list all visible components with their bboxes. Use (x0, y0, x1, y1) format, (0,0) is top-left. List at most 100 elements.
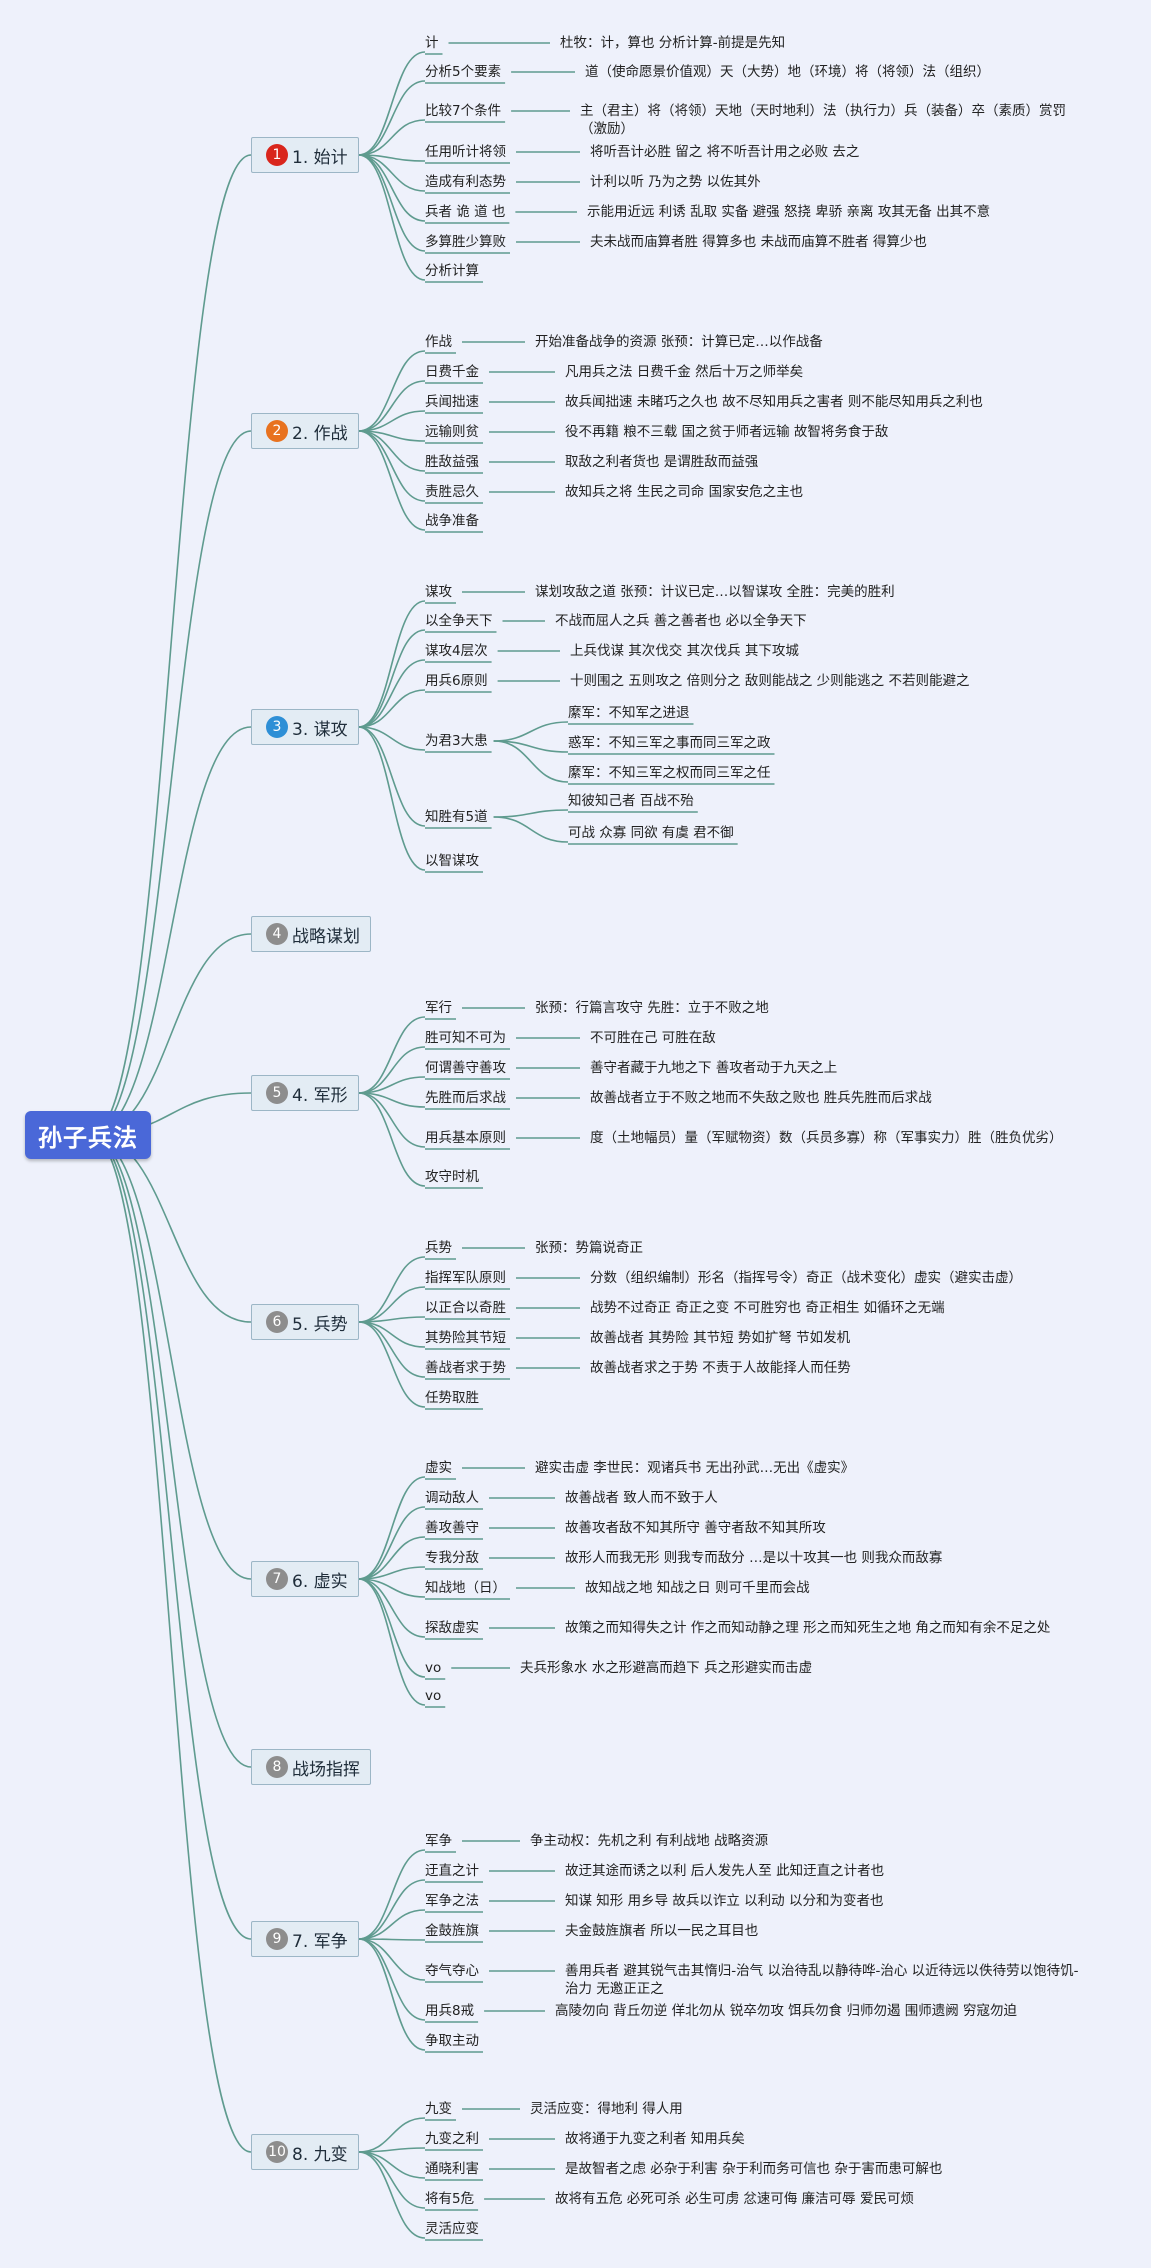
topic-label[interactable]: 任势取胜 (425, 1390, 479, 1406)
connector-line (493, 809, 569, 818)
connector-line (358, 1938, 426, 2021)
topic-label[interactable]: 迂直之计 (425, 1863, 479, 1879)
connector-line (358, 1092, 426, 1187)
topic-label[interactable]: 谋攻 (425, 584, 452, 600)
number-badge-icon: 2 (266, 420, 288, 442)
topic-description: 灵活应变：得地利 得人用 (530, 2101, 683, 2117)
topic-label[interactable]: 责胜忌久 (425, 484, 479, 500)
topic-label[interactable]: 争取主动 (425, 2033, 479, 2049)
topic-label[interactable]: 善战者求于势 (425, 1360, 506, 1376)
topic-label[interactable]: vo (425, 1660, 442, 1676)
topic-description: 分数（组织编制）形名（指挥号令）奇正（战术变化）虚实（避实击虚） (590, 1270, 1022, 1286)
topic-label[interactable]: 为君3大患 (425, 733, 488, 749)
topic-label[interactable]: 金鼓旌旗 (425, 1923, 479, 1939)
topic-label[interactable]: 虚实 (425, 1460, 452, 1476)
connector-line (358, 1092, 426, 1108)
topic-description: 计利以听 乃为之势 以佐其外 (590, 174, 761, 190)
connector-line (358, 1578, 426, 1706)
connector-line (358, 154, 426, 252)
topic-label[interactable]: 造成有利态势 (425, 174, 506, 190)
topic-label[interactable]: 用兵8戒 (425, 2003, 475, 2019)
connector-line (358, 380, 426, 432)
connector-line (358, 430, 426, 531)
topic-label[interactable]: 兵势 (425, 1240, 452, 1256)
topic-label[interactable]: 计 (425, 35, 439, 51)
topic-label[interactable]: 以全争天下 (425, 613, 493, 629)
topic-label[interactable]: 胜敌益强 (425, 454, 479, 470)
topic-label[interactable]: 用兵6原则 (425, 673, 488, 689)
topic-label[interactable]: 多算胜少算败 (425, 234, 506, 250)
root-node[interactable]: 孙子兵法 (25, 1111, 151, 1159)
sub-topic-label[interactable]: 可战 众寡 同欲 有虞 君不御 (568, 825, 734, 841)
topic-label[interactable]: 谋攻4层次 (425, 643, 488, 659)
topic-label[interactable]: 军争 (425, 1833, 452, 1849)
connector-line (358, 1256, 426, 1323)
topic-label[interactable]: vo (425, 1688, 442, 1704)
topic-label[interactable]: 用兵基本原则 (425, 1130, 506, 1146)
topic-label[interactable]: 任用听计将领 (425, 144, 506, 160)
topic-description: 战势不过奇正 奇正之变 不可胜穷也 奇正相生 如循环之无端 (590, 1300, 945, 1316)
connector-line (358, 1076, 426, 1094)
connector-line (358, 1321, 426, 1408)
topic-label[interactable]: 以智谋攻 (425, 853, 479, 869)
topic-label[interactable]: 兵者 诡 道 也 (425, 204, 506, 220)
topic-label[interactable]: 以正合以奇胜 (425, 1300, 506, 1316)
topic-label[interactable]: 九变 (425, 2101, 452, 2117)
topic-description: 故知兵之将 生民之司命 国家安危之主也 (565, 484, 804, 500)
topic-label[interactable]: 善攻善守 (425, 1520, 479, 1536)
topic-label[interactable]: 军行 (425, 1000, 452, 1016)
topic-label[interactable]: 先胜而后求战 (425, 1090, 506, 1106)
sub-topic-label[interactable]: 惑军：不知三军之事而同三军之政 (568, 735, 771, 751)
topic-label[interactable]: 日费千金 (425, 364, 479, 380)
topic-label[interactable]: 战争准备 (425, 513, 479, 529)
topic-description: 故将通于九变之利者 知用兵矣 (565, 2131, 745, 2147)
connector-line (358, 2151, 426, 2179)
connector-line (358, 1506, 426, 1580)
topic-label[interactable]: 知战地（日） (425, 1580, 506, 1596)
section-label: 战略谋划 (292, 926, 360, 947)
topic-description: 善守者藏于九地之下 善攻者动于九天之上 (590, 1060, 838, 1076)
topic-label[interactable]: 调动敌人 (425, 1490, 479, 1506)
connector-line (90, 154, 252, 1136)
topic-label[interactable]: 九变之利 (425, 2131, 479, 2147)
sub-topic-label[interactable]: 縻军：不知三军之权而同三军之任 (568, 765, 771, 781)
topic-label[interactable]: 分析5个要素 (425, 64, 502, 80)
topic-label[interactable]: 专我分敌 (425, 1550, 479, 1566)
topic-label[interactable]: 夺气夺心 (425, 1963, 479, 1979)
topic-label[interactable]: 灵活应变 (425, 2221, 479, 2237)
topic-label[interactable]: 兵闻拙速 (425, 394, 479, 410)
topic-label[interactable]: 远输则贫 (425, 424, 479, 440)
topic-label[interactable]: 作战 (425, 334, 452, 350)
topic-description: 故策之而知得失之计 作之而知动静之理 形之而知死生之地 角之而知有余不足之处 (565, 1620, 1051, 1636)
topic-label[interactable]: 指挥军队原则 (425, 1270, 506, 1286)
topic-label[interactable]: 其势险其节短 (425, 1330, 506, 1346)
topic-label[interactable]: 攻守时机 (425, 1169, 479, 1185)
topic-label[interactable]: 何谓善守善攻 (425, 1060, 506, 1076)
topic-label[interactable]: 通晓利害 (425, 2161, 479, 2177)
topic-label[interactable]: 探敌虚实 (425, 1620, 479, 1636)
topic-description: 是故智者之虑 必杂于利害 杂于利而务可信也 杂于害而患可解也 (565, 2161, 943, 2177)
connector-line (358, 1286, 426, 1323)
topic-label[interactable]: 胜可知不可为 (425, 1030, 506, 1046)
topic-label[interactable]: 军争之法 (425, 1893, 479, 1909)
topic-label[interactable]: 分析计算 (425, 263, 479, 279)
connector-line (90, 1134, 252, 1580)
sub-topic-label[interactable]: 縻军：不知军之进退 (568, 705, 690, 721)
connector-line (358, 154, 426, 222)
topic-description: 十则围之 五则攻之 倍则分之 敌则能战之 少则能逃之 不若则能避之 (570, 673, 970, 689)
topic-label[interactable]: 比较7个条件 (425, 103, 502, 119)
topic-label[interactable]: 知胜有5道 (425, 809, 488, 825)
topic-label[interactable]: 将有5危 (425, 2191, 475, 2207)
sub-topic-label[interactable]: 知彼知己者 百战不殆 (568, 793, 694, 809)
